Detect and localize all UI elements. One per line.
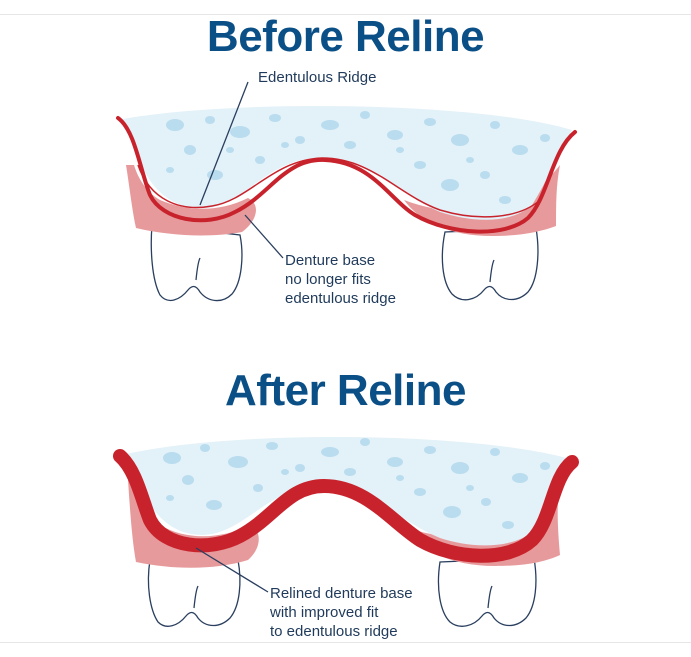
leader-relined-denture-base (195, 547, 269, 593)
tooth-left (147, 559, 241, 627)
after-reline-title: After Reline (225, 366, 466, 415)
top-divider (0, 14, 691, 15)
before-reline-diagram (116, 81, 577, 302)
denture-base-outline (116, 116, 577, 234)
edentulous-ridge-label: Edentulous Ridge (258, 69, 377, 86)
bone-texture (163, 438, 550, 529)
bottom-divider (0, 642, 691, 643)
relined-denture-base-label: Relined denture base with improved fit t… (270, 585, 413, 640)
after-reline-diagram (113, 436, 579, 627)
relined-denture-base-outline (113, 449, 579, 563)
before-reline-title: Before Reline (206, 12, 485, 61)
tooth-right (441, 227, 539, 301)
denture-base-right (404, 165, 560, 236)
tooth-right (437, 557, 537, 627)
leader-denture-base (244, 214, 284, 259)
tooth-left (150, 224, 243, 302)
leader-edentulous-ridge (199, 81, 249, 206)
bone-texture (166, 111, 550, 204)
denture-base-label: Denture base no longer fits edentulous r… (285, 252, 396, 307)
